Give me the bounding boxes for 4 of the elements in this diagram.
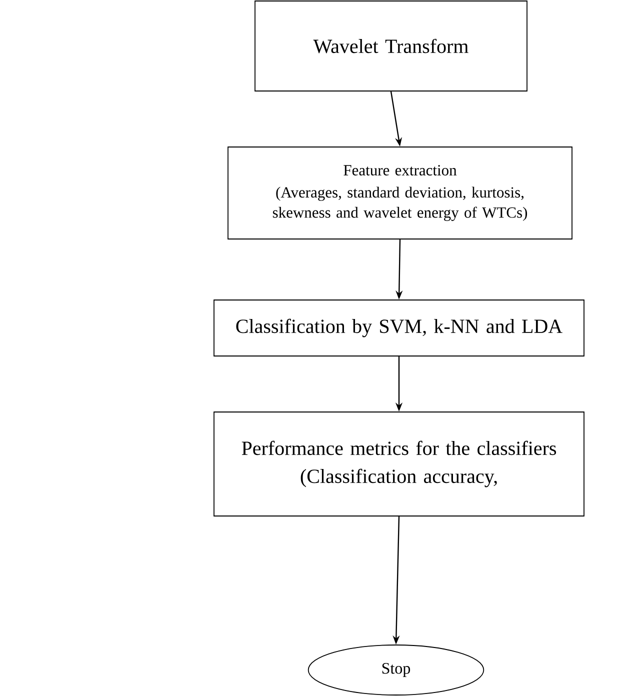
process-box: Performance metrics for the classifiers (Classification accuracy, — [214, 412, 584, 516]
process-box: Wavelet Transform — [254, 0, 528, 92]
process-box: Classification by SVM, k-NN and LDA — [214, 300, 584, 356]
process-box: Feature extraction (Averages, standard deviation, kurtosis, skewness and wavelet energy of WTCs) — [228, 146, 572, 240]
